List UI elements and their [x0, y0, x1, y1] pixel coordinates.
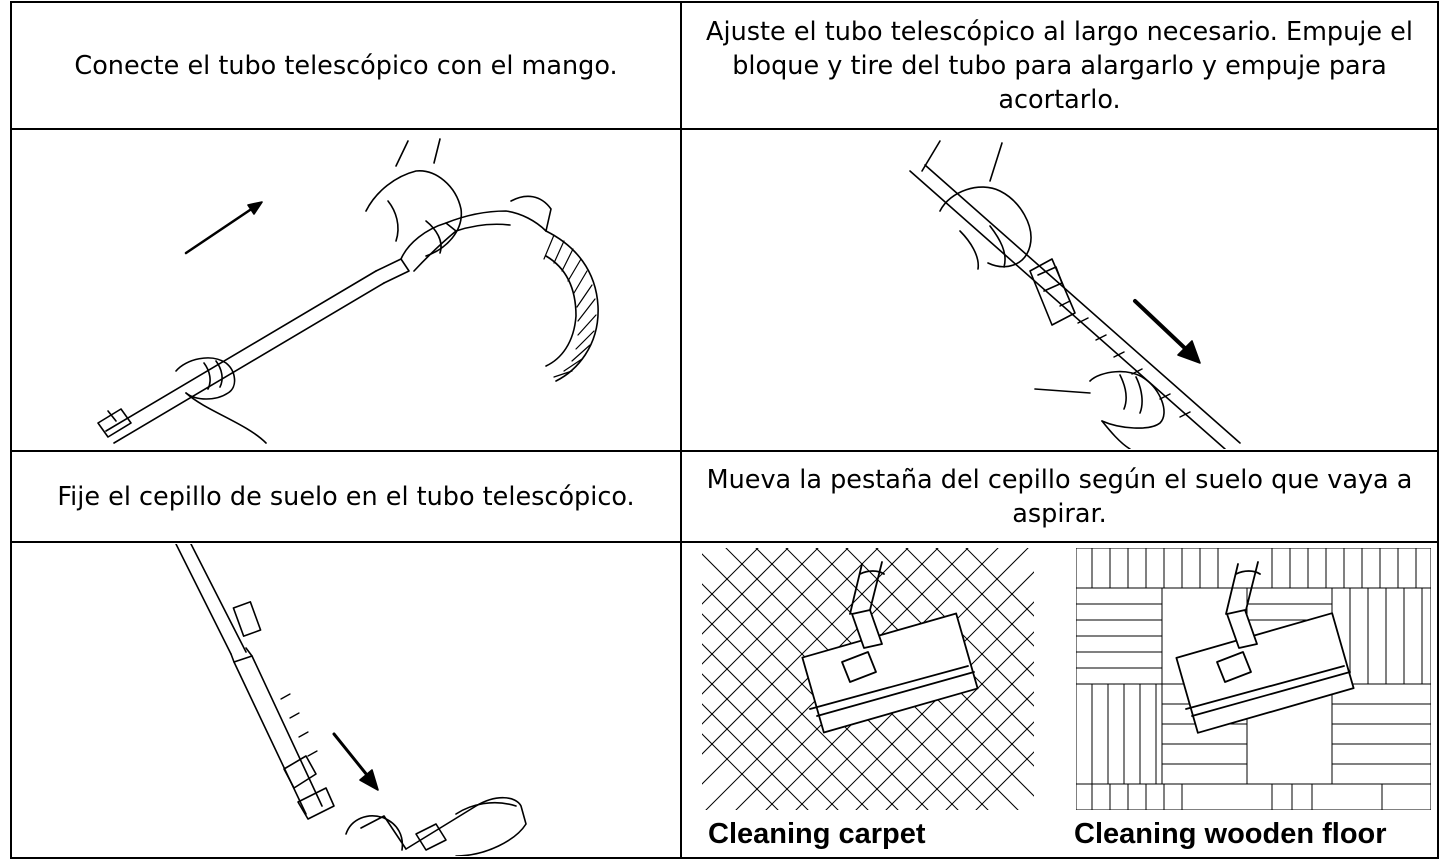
floor-brush-attach-illustration [175, 544, 527, 856]
step-3-illustration [10, 541, 682, 859]
instructions-table: Conecte el tubo telescópico con el mango… [10, 1, 1439, 859]
step-3-text: Fije el cepillo de suelo en el tubo tele… [10, 450, 682, 543]
step-1-text: Conecte el tubo telescópico con el mango… [10, 1, 682, 130]
wood-caption: Cleaning wooden floor [1074, 818, 1387, 850]
step-1-illustration [10, 128, 682, 452]
step-4-illustration: Cleaning carpet Cleaning wooden floor [680, 541, 1439, 859]
tube-length-adjust-illustration [908, 140, 1241, 449]
step-2-text: Ajuste el tubo telescópico al largo nece… [680, 1, 1439, 130]
step-4-text: Mueva la pestaña del cepillo según el su… [680, 450, 1439, 543]
floor-type-illustrations [702, 548, 1431, 810]
tube-handle-connect-illustration [97, 138, 599, 444]
step-2-illustration [680, 128, 1439, 452]
carpet-caption: Cleaning carpet [708, 818, 926, 850]
